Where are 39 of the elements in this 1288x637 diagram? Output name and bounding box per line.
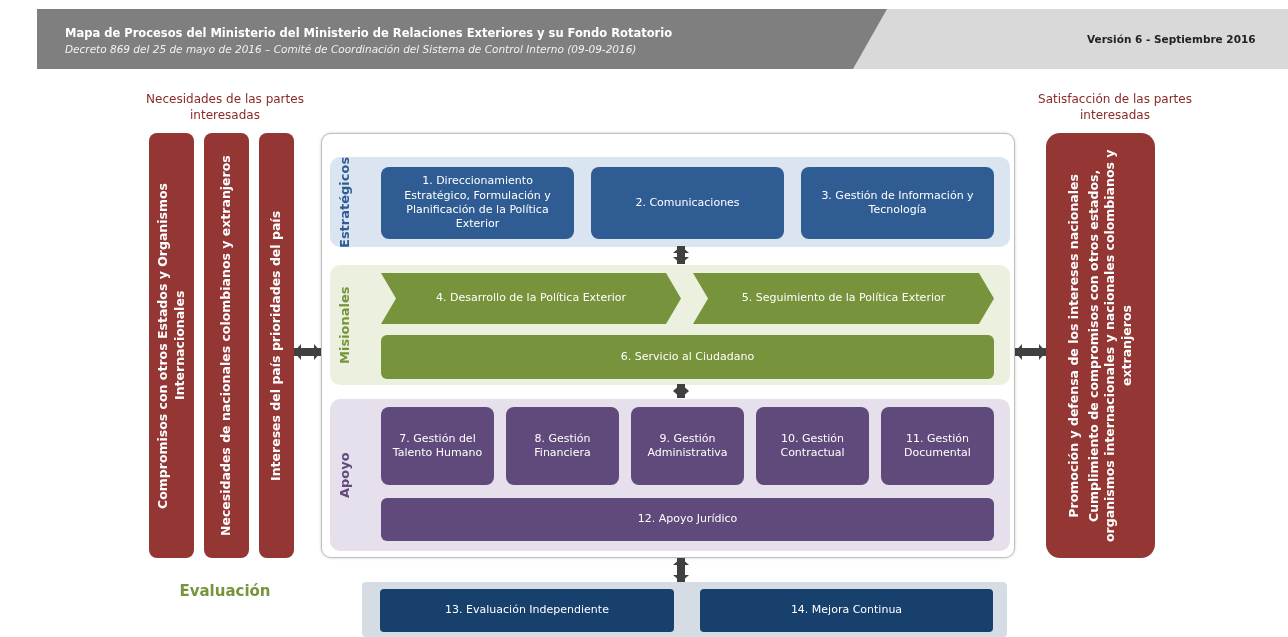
stakeholder-bar: Compromisos con otros Estados y Organismos Internacionales	[149, 133, 194, 558]
double-arrow	[673, 558, 689, 582]
process-box: 9. Gestión Administrativa	[631, 407, 744, 485]
process-box: 13. Evaluación Independiente	[380, 589, 674, 632]
bar-text: Promoción y defensa de los intereses nacionales	[1065, 173, 1082, 518]
process-bar: 6. Servicio al Ciudadano	[381, 335, 994, 379]
process-step: 5. Seguimiento de la Política Exterior	[693, 273, 994, 324]
process-box: 11. Gestión Documental	[881, 407, 994, 485]
process-box: 2. Comunicaciones	[591, 167, 784, 239]
stakeholder-bar: Necesidades de nacionales colombianos y extranjeros	[204, 133, 249, 558]
band-label: Misionales	[335, 285, 353, 366]
evaluation-band	[362, 582, 1007, 637]
process-step: 4. Desarrollo de la Política Exterior	[381, 273, 681, 324]
subtitle: Decreto 869 del 25 de mayo de 2016 – Comité de Coordinación del Sistema de Control Interno (09-09-2016)	[65, 43, 637, 55]
process-box: 10. Gestión Contractual	[756, 407, 869, 485]
band-label: Apoyo	[335, 451, 353, 500]
group-heading: Necesidades de las partes interesadas	[145, 92, 305, 124]
process-box: 1. Direccionamiento Estratégico, Formulación y Planificación de la Política Exterior	[381, 167, 574, 239]
title: Mapa de Procesos del Ministerio del Ministerio de Relaciones Exteriores y su Fondo Rotatorio	[65, 26, 673, 40]
group-heading: Satisfacción de las partes interesadas	[1037, 92, 1193, 124]
process-bar: 12. Apoyo Jurídico	[381, 498, 994, 541]
double-arrow	[673, 246, 689, 264]
double-arrow	[673, 384, 689, 398]
strategic-band	[330, 157, 1010, 247]
process-box: 14. Mejora Continua	[700, 589, 993, 632]
support-band	[330, 399, 1010, 551]
band-label: Estratégicos	[335, 157, 353, 247]
stakeholder-bar: Intereses del país prioridades del país	[259, 133, 294, 558]
section-heading: Evaluación	[178, 582, 272, 600]
mission-band	[330, 265, 1010, 385]
process-box: 7. Gestión del Talento Humano	[381, 407, 494, 485]
process-box: 3. Gestión de Información y Tecnología	[801, 167, 994, 239]
bar-text: Cumplimiento de compromisos con otros estados, organismos internacionales y nacionales colombianos y extranjeros	[1085, 148, 1135, 544]
double-arrow	[1015, 344, 1046, 360]
process-frame	[321, 133, 1015, 558]
double-arrow	[294, 344, 321, 360]
version-note: Versión 6 - Septiembre 2016	[1087, 33, 1256, 45]
stakeholder-bar	[1046, 133, 1155, 558]
process-box: 8. Gestión Financiera	[506, 407, 619, 485]
